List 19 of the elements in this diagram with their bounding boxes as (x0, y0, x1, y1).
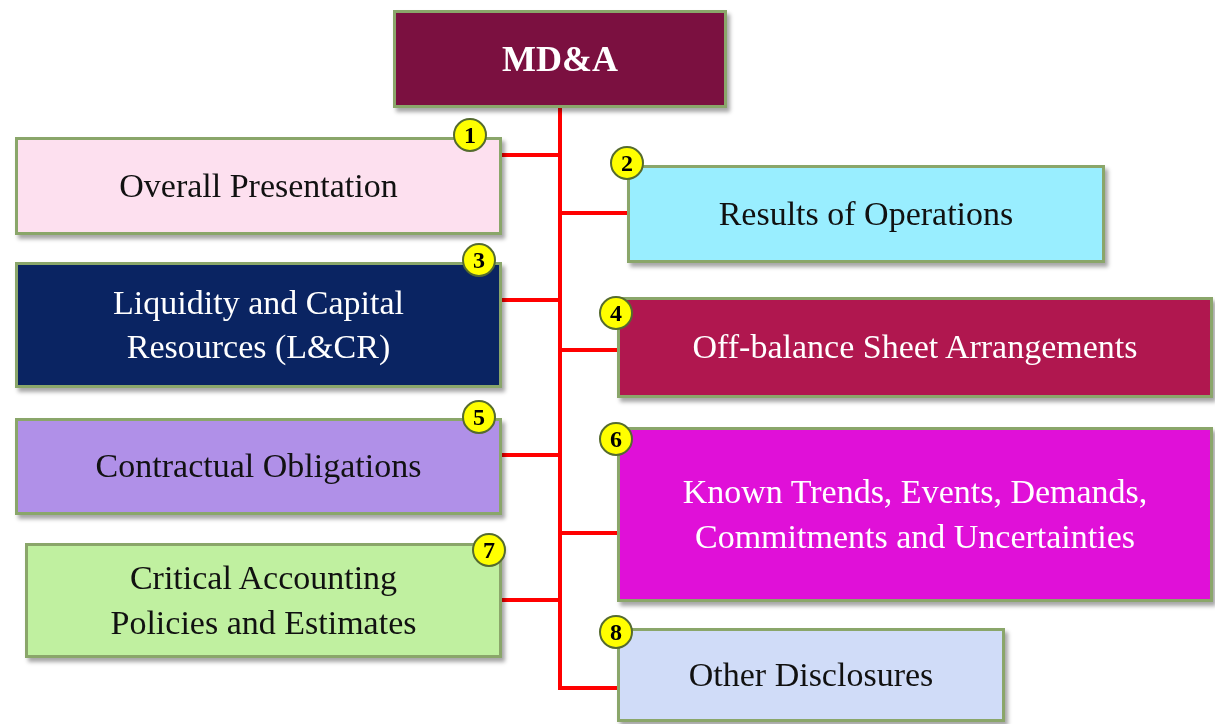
title-box (393, 10, 727, 108)
topic-text: Other Disclosures (687, 654, 935, 695)
number-badge: 5 (462, 400, 496, 434)
number-badge: 7 (472, 533, 506, 567)
number-badge: 4 (599, 296, 633, 330)
topic-text: Off-balance Sheet Arrangements (691, 327, 1139, 368)
topic-text: Contractual Obligations (94, 446, 423, 487)
topic-text: Overall Presentation (118, 165, 399, 206)
number-badge: 8 (599, 615, 633, 649)
topic-box (25, 543, 502, 658)
topic-text: Liquidity and Capital Resources (L&CR) (112, 282, 405, 367)
topic-text: Critical Accounting Policies and Estimates (109, 558, 418, 643)
topic-text: Known Trends, Events, Demands, Commitments and Uncertainties (681, 472, 1149, 557)
topic-text: Results of Operations (717, 193, 1015, 234)
number-badge: 3 (462, 243, 496, 277)
number-badge: 1 (453, 118, 487, 152)
number-badge: 2 (610, 146, 644, 180)
number-badge: 6 (599, 422, 633, 456)
title-text: MD&A (501, 37, 619, 81)
